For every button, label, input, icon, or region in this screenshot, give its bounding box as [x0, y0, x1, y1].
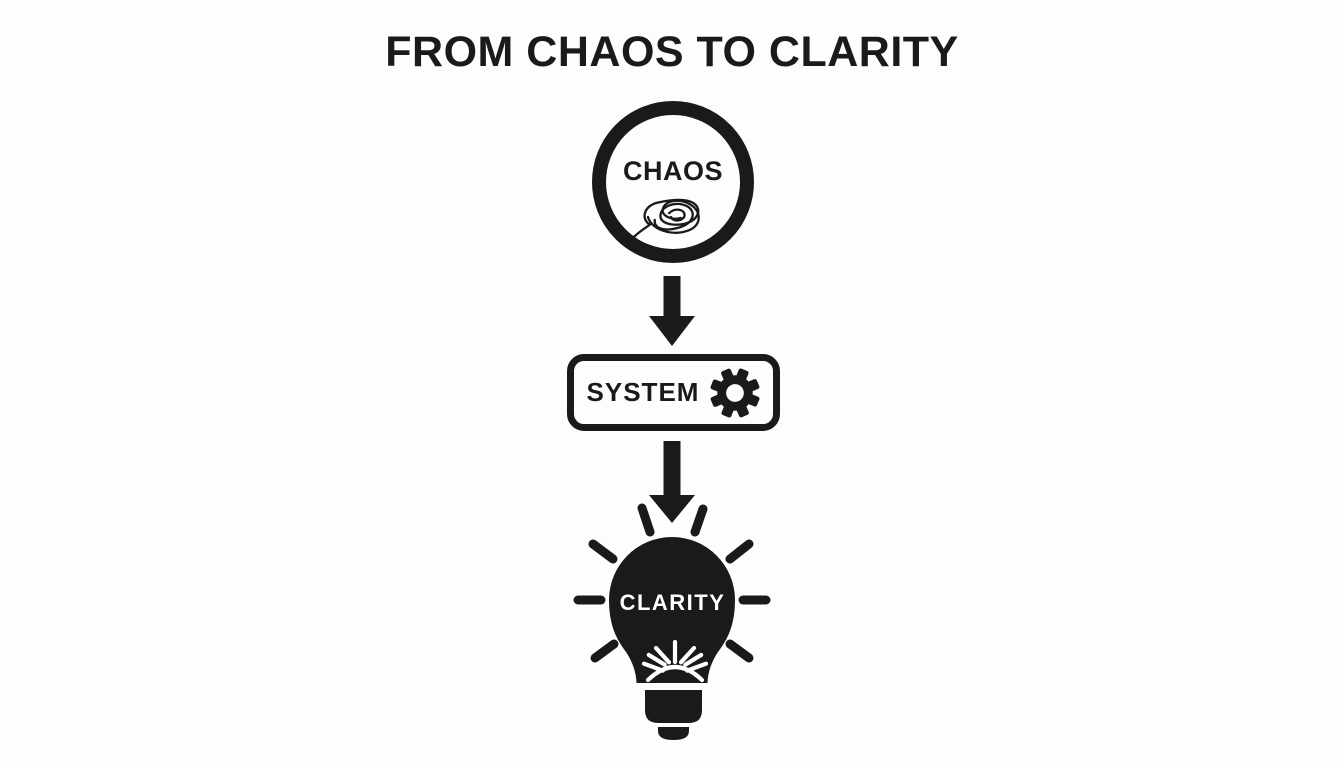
down-arrow-icon	[649, 441, 695, 523]
clarity-label: CLARITY	[619, 590, 726, 615]
chaos-label: CHAOS	[622, 156, 723, 186]
system-label: SYSTEM	[586, 377, 700, 407]
down-arrow-icon	[649, 276, 695, 346]
gear-icon	[710, 367, 760, 418]
diagram-title: FROM CHAOS TO CLARITY	[385, 28, 959, 76]
chaos-node: CHAOS	[592, 101, 754, 263]
scribble-tangle-icon	[631, 198, 700, 240]
clarity-node: CLARITY	[565, 503, 780, 748]
lightbulb-icon	[573, 503, 771, 740]
system-node: SYSTEM	[567, 354, 780, 431]
